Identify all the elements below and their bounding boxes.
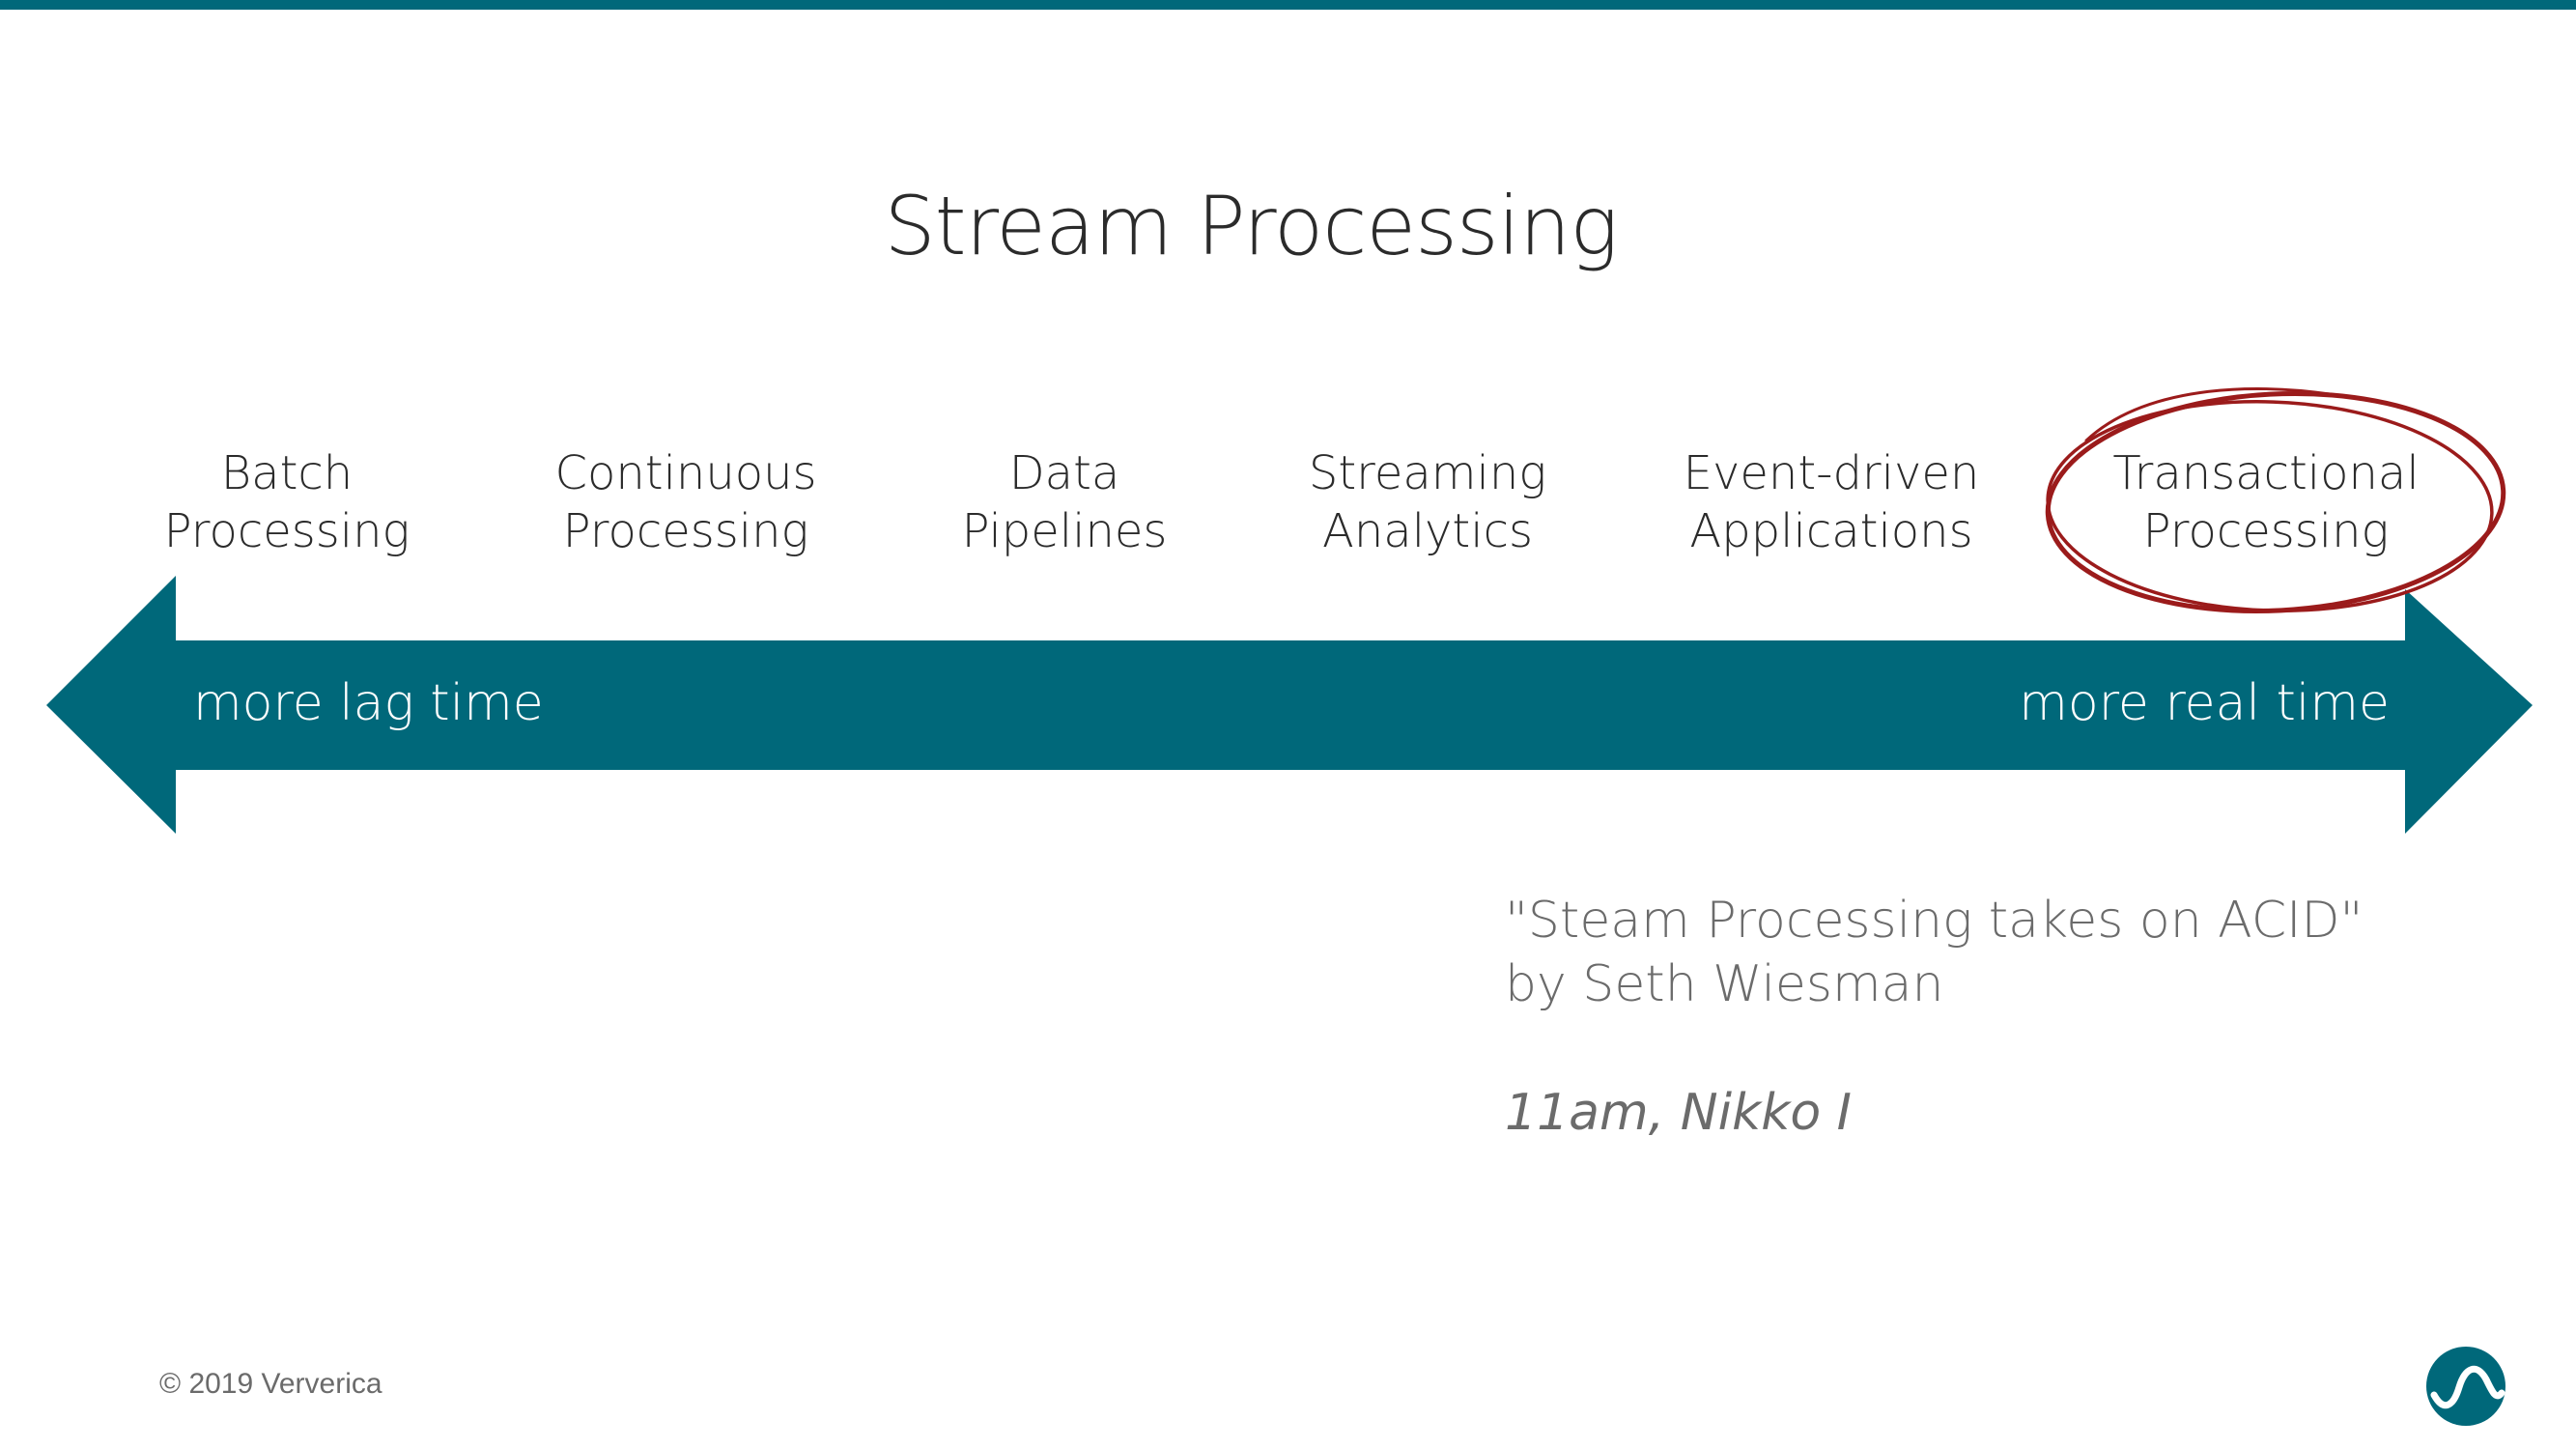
copyright-footer: © 2019 Ververica [159,1368,382,1400]
left-arrow-label: more lag time [193,674,544,732]
category-line1: Streaming [1308,446,1547,500]
category-line2: Analytics [1322,504,1533,558]
category-line2: Applications [1689,504,1973,558]
slide-title: Stream Processing [884,179,1618,273]
category-line1: Batch [220,446,354,500]
category-line2: Pipelines [961,504,1168,558]
category-data-pipelines: Data Pipelines [871,444,1258,560]
category-line2: Processing [2142,504,2390,558]
top-accent-bar [0,0,2576,10]
talk-time-place: 11am, Nikko I [1505,1084,1852,1142]
right-arrow-label: more real time [2019,674,2390,732]
ververica-logo-icon [2426,1347,2505,1426]
category-batch-processing: Batch Processing [94,444,480,560]
category-continuous-processing: Continuous Processing [493,444,879,560]
talk-speaker: by Seth Wiesman [1505,955,1944,1013]
category-line1: Transactional [2112,446,2420,500]
category-line1: Continuous [554,446,817,500]
double-headed-arrow [46,576,2533,834]
highlight-circle [2045,386,2506,614]
category-line1: Data [1008,446,1120,500]
talk-title: "Steam Processing takes on ACID" [1505,892,2364,950]
category-line1: Event-driven [1683,446,1980,500]
category-transactional-processing: Transactional Processing [2073,444,2459,560]
category-line2: Processing [163,504,410,558]
category-line2: Processing [562,504,809,558]
category-event-driven-applications: Event-driven Applications [1638,444,2024,560]
talk-announcement: "Steam Processing takes on ACID" by Seth… [1505,889,2363,1016]
category-streaming-analytics: Streaming Analytics [1234,444,1621,560]
